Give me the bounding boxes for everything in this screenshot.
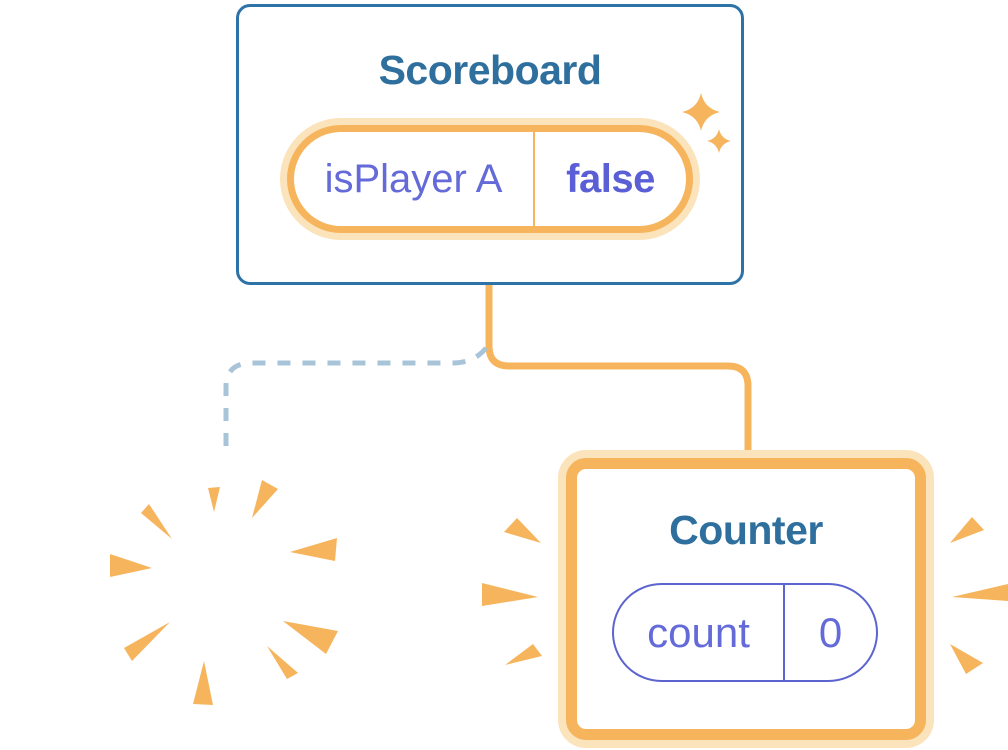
destroyed-component-card — [85, 455, 367, 725]
state-name-label: isPlayer A — [324, 156, 503, 201]
counter-title: Counter — [669, 507, 823, 553]
pill-divider — [533, 132, 535, 226]
state-value-label: 0 — [818, 608, 843, 656]
scoreboard-title: Scoreboard — [378, 47, 602, 93]
emphasis-rays-left-icon — [482, 518, 542, 665]
emphasis-rays-right-icon — [950, 517, 1008, 674]
scoreboard-component-card: Scoreboard isPlayer A false — [236, 4, 744, 285]
scoreboard-state-pill: isPlayer A false — [287, 125, 693, 233]
state-name-label: count — [647, 608, 750, 656]
counter-state-pill: count 0 — [612, 583, 878, 682]
pill-divider — [783, 585, 785, 680]
counter-component-card: Counter count 0 — [558, 450, 934, 748]
state-value-label: false — [566, 156, 655, 201]
connector-solid-line — [485, 284, 752, 456]
counter-card-inner: Counter count 0 — [566, 458, 926, 740]
connector-dashed-line — [223, 346, 488, 455]
